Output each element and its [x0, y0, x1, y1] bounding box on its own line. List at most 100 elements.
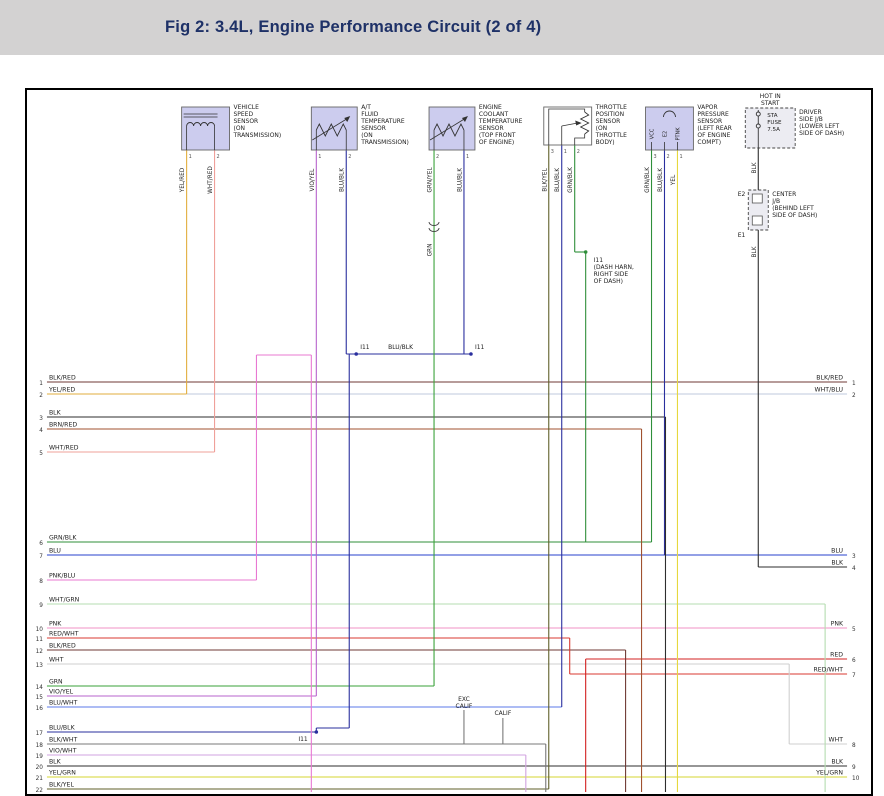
pot-wiper-arrowhead	[575, 120, 582, 126]
pin-number: 2	[436, 154, 439, 160]
vapor-pin-label: PTNK	[675, 127, 681, 141]
note-text: I11	[594, 257, 604, 264]
left-row-number: 2	[39, 393, 43, 399]
throttle-position-sensor-label: THROTTLE	[595, 104, 628, 111]
left-row-number: 12	[36, 649, 44, 655]
wire-color-label: BLU/BLK	[555, 168, 561, 192]
at-fluid-temp-sensor-label: A/T	[361, 104, 371, 111]
left-row-label: BLU/BLK	[49, 724, 76, 731]
engine-coolant-temp-sensor-box	[428, 106, 476, 151]
vehicle-speed-sensor-label: VEHICLE	[234, 104, 260, 111]
left-row-number: 10	[36, 627, 44, 633]
wire-color-label: GRN/BLK	[568, 167, 574, 193]
pin-number: 1	[679, 154, 682, 160]
left-row-label: VIO/YEL	[49, 688, 74, 695]
left-row-number: 9	[39, 603, 43, 609]
right-row-number: 9	[852, 765, 856, 771]
vapor-pressure-sensor-label: SENSOR	[697, 118, 722, 125]
left-row-label: PNK/BLU	[49, 572, 75, 579]
right-row-label: BLK	[831, 758, 844, 765]
left-row-label: PNK	[49, 620, 62, 627]
left-row-number: 11	[36, 637, 44, 643]
coil-symbol	[186, 122, 216, 127]
thermistor-arrow	[429, 117, 467, 141]
pin-number: 1	[318, 154, 321, 160]
right-row-number: 8	[852, 743, 856, 749]
right-row-label: PNK	[831, 620, 844, 627]
left-row-number: 3	[39, 416, 43, 422]
right-row-label: BLU	[831, 547, 843, 554]
pin-number: 2	[348, 154, 351, 160]
thermistor-arrowhead	[344, 116, 351, 122]
figure-title-bar: Fig 2: 3.4L, Engine Performance Circuit …	[0, 0, 884, 55]
hot-in-start-label: START	[761, 100, 780, 107]
pin-number: 1	[564, 149, 567, 155]
throttle-position-sensor-label: (ON	[596, 125, 608, 132]
pot-resistor	[579, 111, 590, 135]
e1-label: E1	[738, 232, 746, 239]
right-row-label: WHT/BLU	[815, 386, 844, 393]
pin-number: 1	[466, 154, 469, 160]
junction-dot	[469, 352, 473, 356]
center-jb-label: (BEHIND LEFT	[772, 205, 814, 212]
engine-coolant-temp-sensor-label: (TOP FRONT	[479, 132, 516, 139]
wire-color-label: GRN/BLK	[645, 167, 651, 193]
left-row-number: 15	[36, 695, 44, 701]
pin-number: 3	[551, 149, 554, 155]
engine-coolant-temp-sensor-label: TEMPERATURE	[478, 118, 523, 125]
vapor-pressure-sensor-label: OF ENGINE	[697, 132, 730, 139]
wire-color-label: BLU/BLK	[457, 168, 463, 192]
at-fluid-temp-sensor-label: (ON	[361, 132, 373, 139]
wire-color-label: BLK	[752, 246, 758, 257]
right-row-number: 2	[852, 393, 856, 399]
right-row-label: YEL/GRN	[815, 769, 843, 776]
left-row-number: 14	[36, 685, 44, 691]
left-row-number: 8	[39, 579, 43, 585]
note-text: BLU/BLK	[388, 344, 414, 351]
left-row-label: BLU	[49, 547, 61, 554]
sta-fuse-text: 7.5A	[767, 127, 780, 133]
vapor-pressure-sensor-label: PRESSURE	[697, 111, 729, 118]
vapor-pin-label: E2	[662, 131, 668, 137]
left-row-number: 22	[36, 788, 44, 794]
vehicle-speed-sensor-label: (ON	[234, 125, 246, 132]
left-row-label: WHT/GRN	[49, 596, 80, 603]
left-row-number: 17	[36, 731, 44, 737]
wiring-svg: 1BLK/RED2YEL/RED3BLK4BRN/RED5WHT/RED6GRN…	[36, 93, 860, 794]
note-text: (DASH HARN,	[594, 264, 634, 271]
junction-dot	[314, 730, 319, 734]
left-row-number: 19	[36, 754, 44, 760]
left-row-label: GRN	[49, 678, 63, 685]
right-row-label: WHT	[829, 736, 844, 743]
driver-jb-label: (LOWER LEFT	[799, 123, 839, 130]
thermistor-arrowhead	[461, 116, 468, 122]
wire-color-label: GRN	[428, 244, 434, 257]
at-fluid-temp-sensor-box	[310, 106, 358, 151]
engine-coolant-temp-sensor-label: COOLANT	[479, 111, 509, 118]
right-row-label: RED	[830, 651, 843, 658]
left-row-label: WHT/RED	[49, 444, 79, 451]
center-jb-cell	[751, 193, 763, 204]
note-text: RIGHT SIDE	[594, 271, 629, 278]
left-row-number: 5	[39, 451, 43, 457]
throttle-position-sensor-label: THROTTLE	[595, 132, 628, 139]
vapor-symbol	[663, 110, 676, 118]
pin-number: 2	[217, 154, 220, 160]
wire-color-label: VIO/YEL	[310, 168, 316, 191]
pin-number: 2	[577, 149, 580, 155]
vehicle-speed-sensor-label: SENSOR	[234, 118, 259, 125]
vehicle-speed-sensor-label: SPEED	[234, 111, 254, 118]
note-text: CALIF	[494, 710, 511, 717]
junction-dot	[583, 250, 588, 254]
right-row-label: BLK	[831, 559, 844, 566]
left-row-number: 21	[36, 776, 44, 782]
left-row-label: BRN/RED	[49, 421, 77, 428]
wire-color-label: GRN/YEL	[428, 167, 434, 193]
vehicle-speed-sensor-box	[181, 106, 230, 151]
left-row-label: BLK/WHT	[49, 736, 78, 743]
thermistor-symbol	[315, 122, 347, 138]
driver-jb-label: SIDE J/B	[799, 116, 823, 123]
vapor-pin-label: VCC	[650, 128, 656, 139]
note-text: I11	[360, 344, 370, 351]
